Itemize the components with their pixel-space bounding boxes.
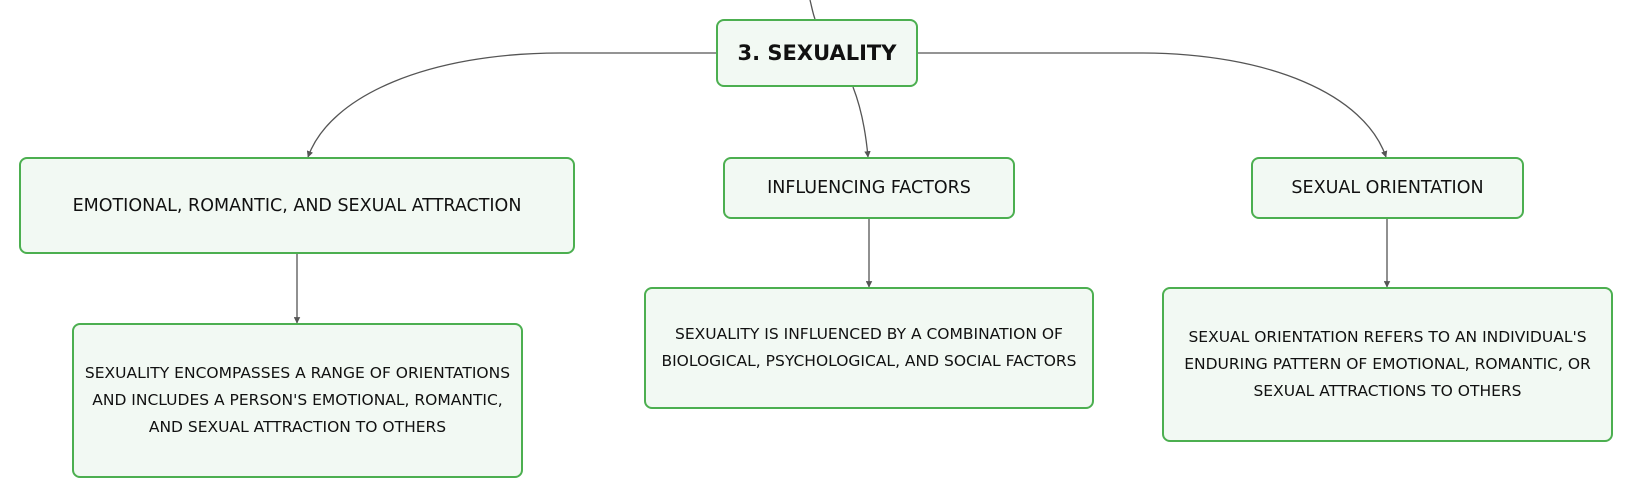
- detail-node-attraction[interactable]: SEXUALITY ENCOMPASSES A RANGE OF ORIENTA…: [72, 323, 523, 478]
- branch-node-sexual-orientation[interactable]: SEXUAL ORIENTATION: [1251, 157, 1524, 219]
- detail-node-text: SEXUALITY IS INFLUENCED BY A COMBINATION…: [661, 325, 1077, 370]
- connector-from-parent: [809, 0, 816, 20]
- branch-node-label: EMOTIONAL, ROMANTIC, AND SEXUAL ATTRACTI…: [72, 195, 522, 216]
- branch-node-influencing-factors[interactable]: INFLUENCING FACTORS: [723, 157, 1015, 219]
- root-node-sexuality[interactable]: 3. SEXUALITY: [716, 19, 918, 87]
- detail-node-text: SEXUAL ORIENTATION REFERS TO AN INDIVIDU…: [1184, 328, 1591, 400]
- branch-node-label: INFLUENCING FACTORS: [767, 178, 971, 198]
- branch-node-label: SEXUAL ORIENTATION: [1291, 178, 1484, 198]
- detail-node-influencing-factors[interactable]: SEXUALITY IS INFLUENCED BY A COMBINATION…: [644, 287, 1094, 409]
- connector-root-to-factors: [852, 86, 871, 158]
- detail-node-text: SEXUALITY ENCOMPASSES A RANGE OF ORIENTA…: [84, 364, 511, 436]
- branch-node-attraction[interactable]: EMOTIONAL, ROMANTIC, AND SEXUAL ATTRACTI…: [19, 157, 575, 254]
- connector-root-to-attraction: [306, 52, 716, 158]
- root-node-label: 3. SEXUALITY: [737, 41, 897, 65]
- connector-root-to-orientation: [918, 52, 1388, 158]
- detail-node-sexual-orientation[interactable]: SEXUAL ORIENTATION REFERS TO AN INDIVIDU…: [1162, 287, 1613, 442]
